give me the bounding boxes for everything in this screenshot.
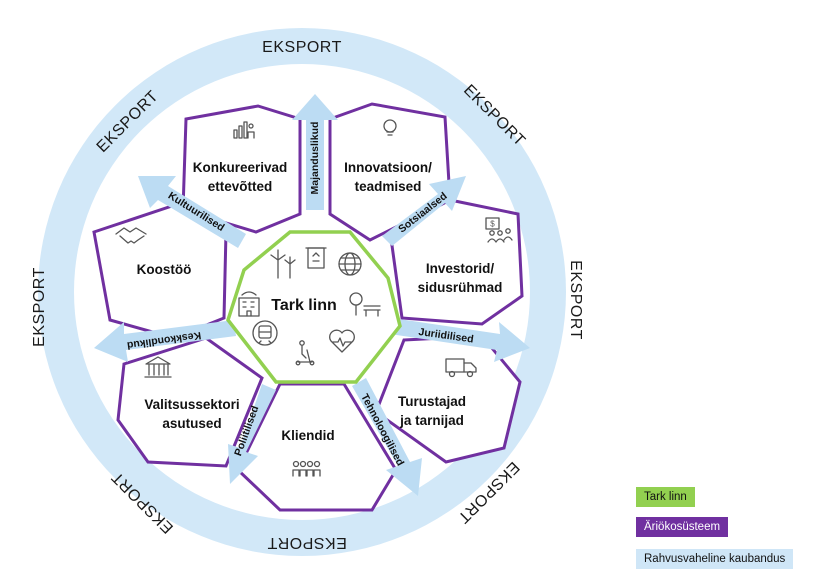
- center-title: Tark linn: [271, 297, 337, 314]
- segment-koostoo-title: Koostöö: [137, 262, 192, 277]
- smart-building-icon: [238, 291, 260, 317]
- legend-label-oekosusteem: Äriökosüsteem: [644, 521, 721, 533]
- export-label-right: EKSPORT: [567, 260, 584, 340]
- investor-group-icon: $: [485, 217, 513, 243]
- arrow-poliitilised: [228, 384, 276, 484]
- segment-konkurents-line2: ettevõtted: [208, 179, 273, 194]
- arrow-juriidilised: [390, 318, 530, 362]
- recycle-bin-icon: [305, 247, 327, 269]
- delivery-truck-icon: [445, 358, 477, 378]
- segment-valitsus-line2: asutused: [162, 416, 221, 431]
- scooter-rider-icon: [295, 340, 315, 366]
- segment-turustajad-line1: Turustajad: [398, 394, 466, 409]
- segment-investorid-line1: Investorid/: [426, 261, 495, 276]
- legend-item-oekosusteem: Äriökosüsteem: [636, 517, 729, 537]
- segment-kliendid-title: Kliendid: [281, 428, 334, 443]
- legend-label-tark-linn: Tark linn: [644, 491, 687, 503]
- segment-konkurents-line1: Konkureerivad: [193, 160, 288, 175]
- export-label-bottom: EKSPORT: [267, 534, 347, 551]
- globe-network-icon: [338, 252, 362, 276]
- park-bench-icon: [349, 292, 381, 317]
- arrow-keskkondlikud: [94, 320, 236, 362]
- arrow-kultuurilised: [138, 176, 246, 248]
- handshake-icon: [115, 227, 147, 244]
- segment-titles: Konkureerivad ettevõtted Innovatsioon/ t…: [137, 160, 503, 443]
- arrow-majanduslikud: [292, 94, 338, 210]
- metro-train-icon: [252, 320, 278, 346]
- export-label-top: EKSPORT: [262, 39, 342, 56]
- segment-innovatsioon-line2: teadmised: [355, 179, 422, 194]
- arrow-label-majanduslikud: Majanduslikud: [309, 122, 321, 195]
- wind-turbine-icon: [270, 249, 296, 279]
- government-building-icon: [144, 356, 172, 378]
- segment-investorid-line2: sidusrühmad: [418, 280, 503, 295]
- ecosystem-segments: [92, 102, 524, 512]
- growth-people-icon: [233, 121, 255, 139]
- svg-text:$: $: [490, 220, 495, 229]
- lightbulb-icon: [383, 119, 397, 136]
- segment-turustajad-line2: ja tarnijad: [399, 413, 464, 428]
- legend-label-kaubandus: Rahvusvaheline kaubandus: [644, 553, 786, 565]
- export-label-left: EKSPORT: [31, 267, 48, 347]
- arrow-sotsiaalsed: [382, 176, 466, 246]
- legend-item-tark-linn: Tark linn: [636, 487, 695, 507]
- legend-item-kaubandus: Rahvusvaheline kaubandus: [636, 549, 794, 569]
- arrows: [94, 94, 530, 496]
- arrow-tehnoloogilised: [352, 378, 422, 496]
- crowd-people-icon: [292, 460, 321, 477]
- segment-valitsus-line1: Valitsussektori: [144, 397, 239, 412]
- segment-innovatsioon-line1: Innovatsioon/: [344, 160, 432, 175]
- heart-rate-icon: [329, 329, 355, 353]
